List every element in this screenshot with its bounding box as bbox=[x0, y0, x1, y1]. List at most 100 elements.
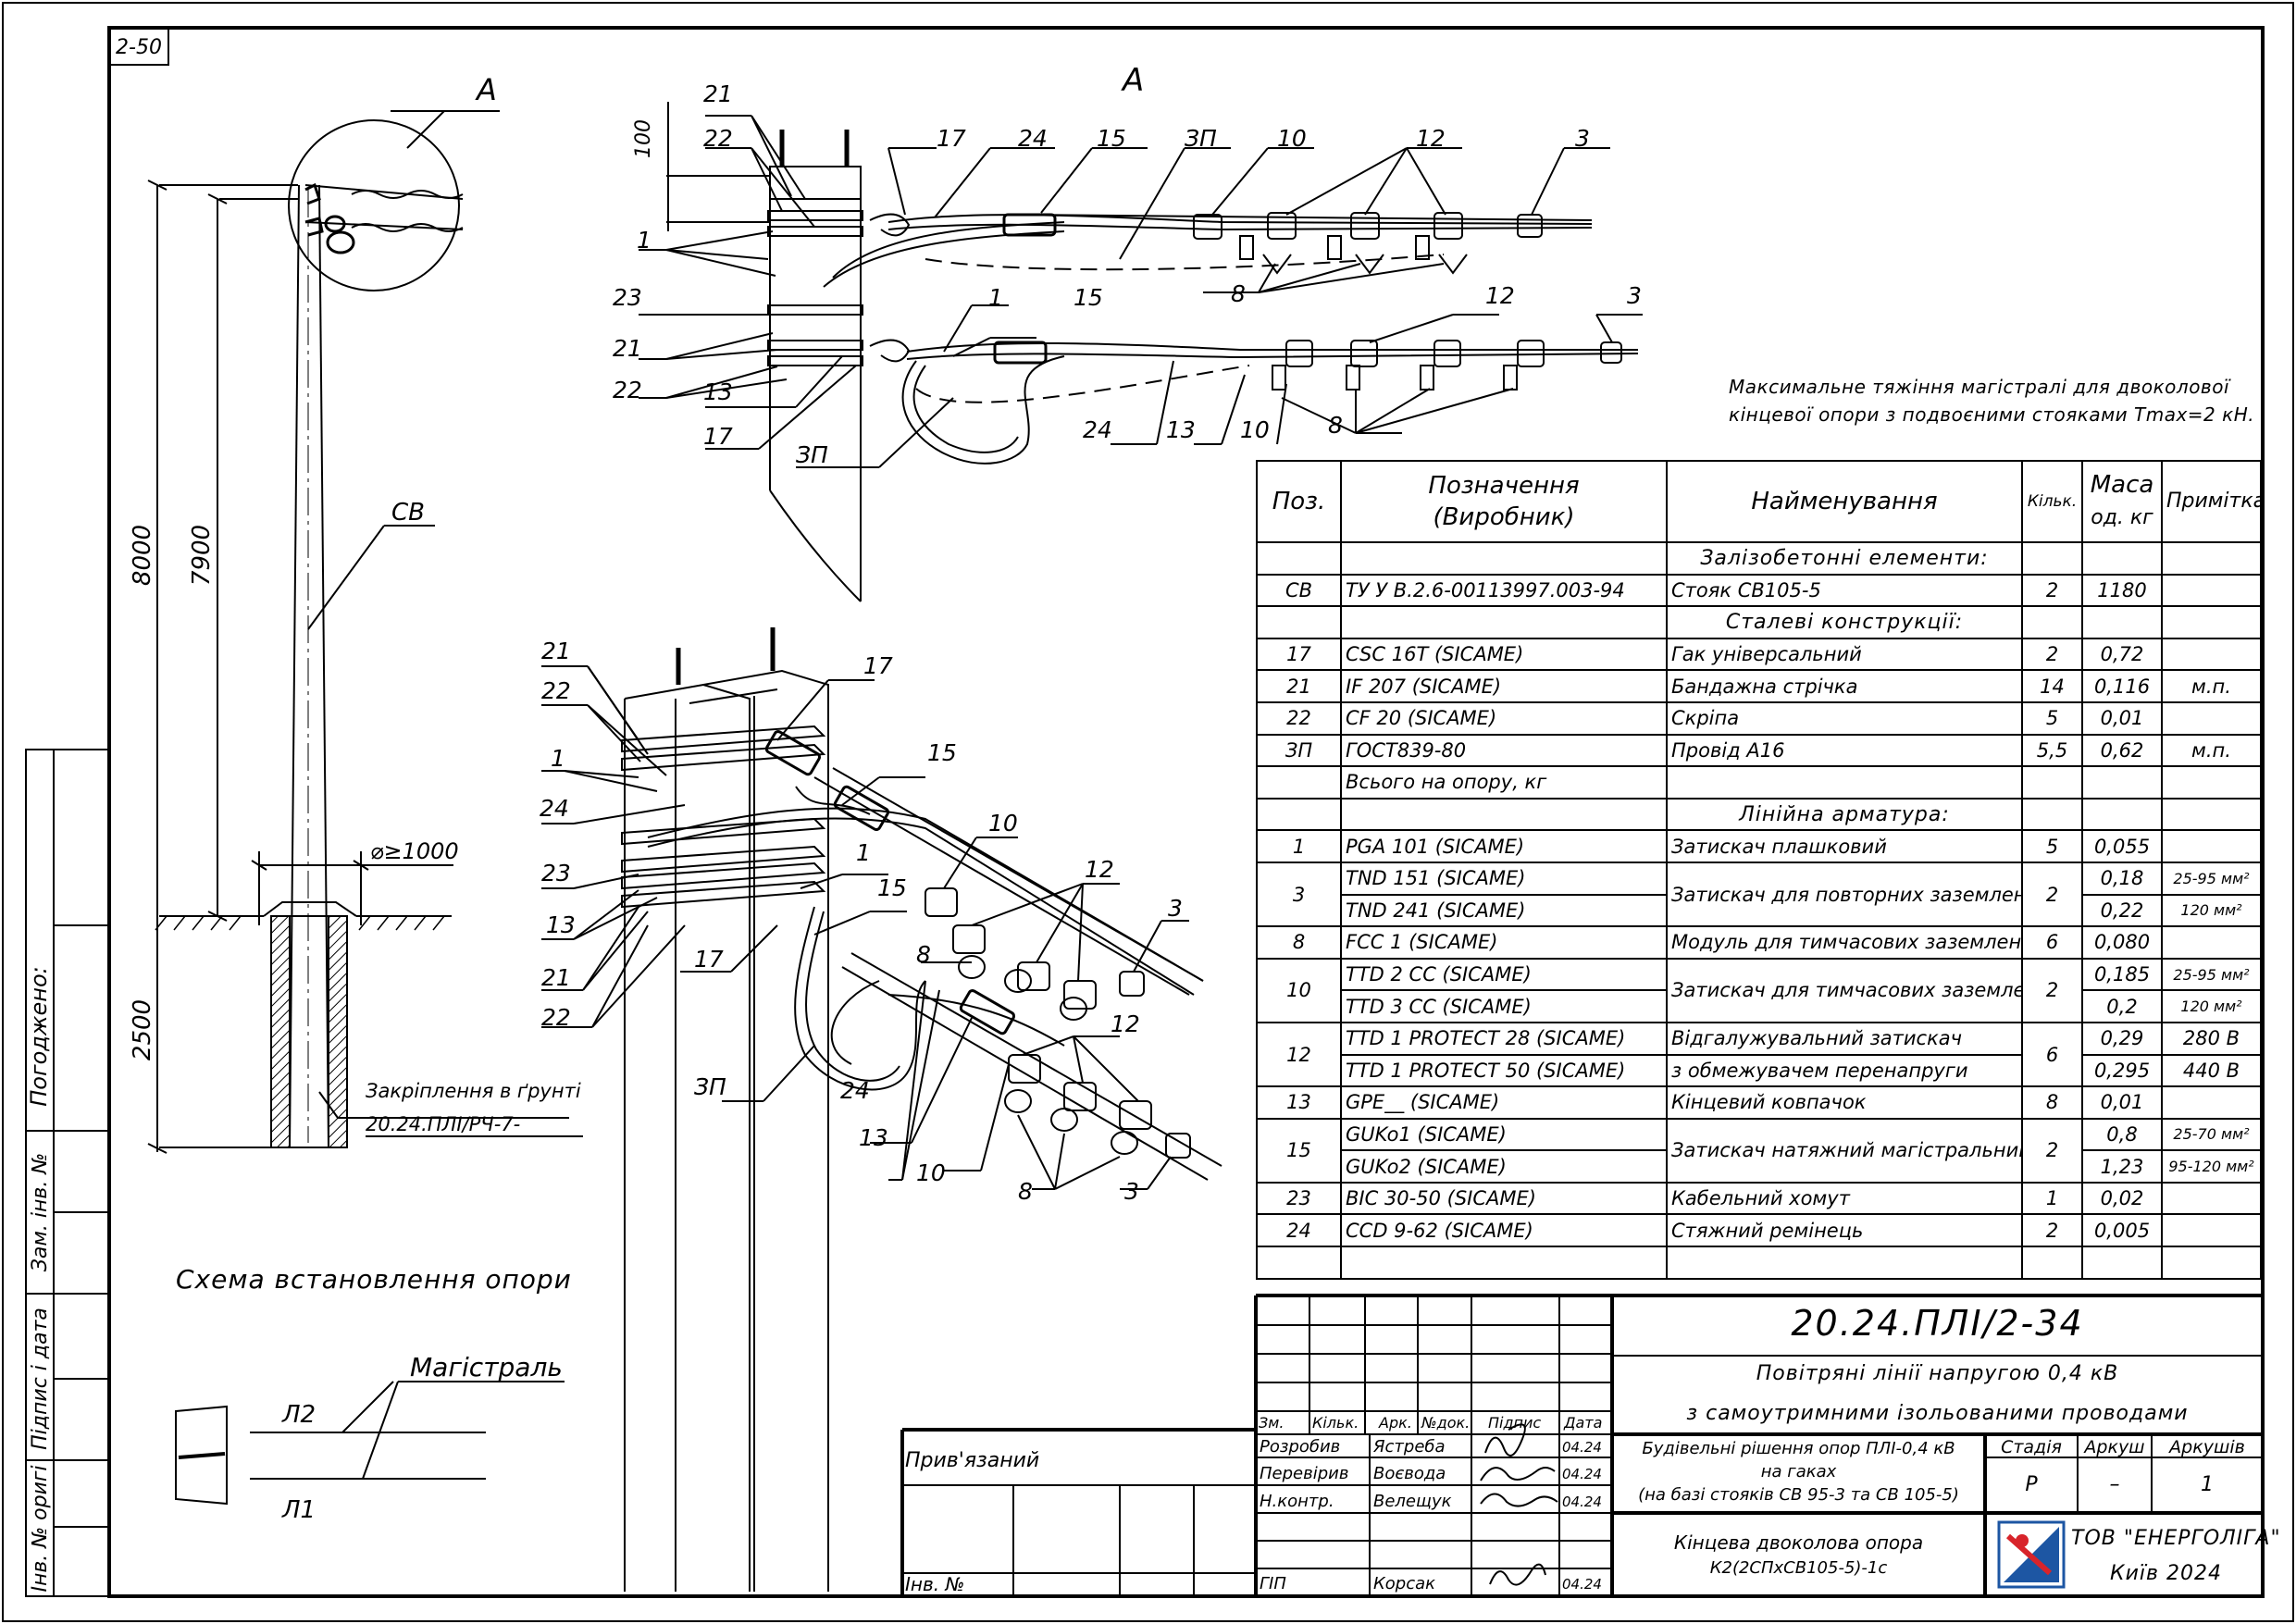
iso-callout-13b: 13 bbox=[859, 1124, 888, 1151]
cell-note: 120 мм² bbox=[2161, 893, 2262, 928]
cell-mass: 0,2 bbox=[2081, 989, 2163, 1023]
role-developed: Розробив bbox=[1260, 1437, 1341, 1457]
sheets-label: Аркушів bbox=[2169, 1437, 2245, 1457]
iso-callout-22b: 22 bbox=[541, 1004, 571, 1031]
cell-qty: 2 bbox=[2021, 1213, 2083, 1248]
tension-note-line1: Максимальне тяжіння магістралі для двоко… bbox=[1729, 376, 2231, 398]
iso-callout-3b: 3 bbox=[1124, 1178, 1139, 1205]
iso-callout-1: 1 bbox=[551, 745, 565, 772]
cell-name: Затискач натяжний магістральний bbox=[1666, 1117, 2023, 1184]
cell-qty: 6 bbox=[2021, 1021, 2083, 1088]
cell-note: 280 В bbox=[2161, 1021, 2262, 1056]
callout-3-lower: 3 bbox=[1627, 282, 1642, 309]
callout-8-lower: 8 bbox=[1328, 412, 1343, 439]
cell-mass: 0,185 bbox=[2081, 957, 2163, 992]
subtitle-2: на гаках bbox=[1760, 1462, 1837, 1481]
cell-name: Кабельний хомут bbox=[1666, 1181, 2023, 1216]
date-developed: 04.24 bbox=[1562, 1439, 1602, 1456]
hdr-qty: Кільк. bbox=[2021, 460, 2083, 543]
callout-22-lower: 22 bbox=[613, 377, 642, 403]
cell-name: Стяжний ремінець bbox=[1666, 1213, 2023, 1248]
iso-callout-12b: 12 bbox=[1111, 1010, 1140, 1037]
col-ndok: №док. bbox=[1421, 1414, 1471, 1432]
cell-note: 25-95 мм² bbox=[2161, 861, 2262, 896]
cell-mass: 0,01 bbox=[2081, 700, 2163, 736]
dim-8000: 8000 bbox=[129, 525, 156, 586]
sign-date-label: Підпис і дата bbox=[29, 1308, 52, 1450]
callout-10: 10 bbox=[1277, 125, 1307, 152]
cell-mass: 0,01 bbox=[2081, 1085, 2163, 1120]
cell-des: BIC 30-50 (SICAME) bbox=[1340, 1181, 1668, 1216]
company-logo-icon bbox=[1997, 1520, 2066, 1589]
cell-des: TTD 3 CC (SICAME) bbox=[1340, 989, 1668, 1023]
cell-mass: 0,18 bbox=[2081, 861, 2163, 896]
scheme-title: Схема встановлення опори bbox=[176, 1264, 572, 1295]
sheet-label: Аркуш bbox=[2084, 1437, 2145, 1457]
mainline-title: Магістраль bbox=[410, 1352, 563, 1382]
iso-callout-17: 17 bbox=[863, 652, 893, 679]
cell-note bbox=[2161, 1181, 2262, 1216]
cell-mass: 0,116 bbox=[2081, 669, 2163, 703]
callout-24-lower: 24 bbox=[1083, 416, 1112, 443]
hdr-designation-1: Позначення bbox=[1428, 472, 1580, 500]
iso-callout-12: 12 bbox=[1085, 856, 1114, 883]
callout-zp-lower: ЗП bbox=[796, 441, 828, 468]
iso-callout-24b: 24 bbox=[840, 1077, 870, 1104]
cell-pos: СВ bbox=[1256, 573, 1342, 608]
col-zm: Зм. bbox=[1259, 1414, 1285, 1432]
cell-mass: 0,8 bbox=[2081, 1117, 2163, 1152]
stage-value: Р bbox=[2025, 1473, 2038, 1496]
cell-name: Відгалужувальний затискач bbox=[1666, 1021, 2023, 1056]
dim-2500: 2500 bbox=[129, 999, 156, 1060]
cell-note bbox=[2161, 700, 2262, 736]
cell-pos: 21 bbox=[1256, 669, 1342, 703]
callout-15-mid: 15 bbox=[1074, 284, 1103, 311]
cell-mass: 0,295 bbox=[2081, 1053, 2163, 1088]
doc-title-1: Повітряні лінії напругою 0,4 кВ bbox=[1756, 1362, 2119, 1385]
cell-name: Кінцевий ковпачок bbox=[1666, 1085, 2023, 1120]
cell-qty: 5 bbox=[2021, 829, 2083, 863]
cell-name: Затискач плашковий bbox=[1666, 829, 2023, 863]
date-normcontrol: 04.24 bbox=[1562, 1494, 1602, 1510]
cell-mass: 1180 bbox=[2081, 573, 2163, 608]
cell-pos: ЗП bbox=[1256, 733, 1342, 768]
cell-note: 25-95 мм² bbox=[2161, 957, 2262, 992]
doc-code: 20.24.ПЛІ/2-34 bbox=[1791, 1303, 2084, 1344]
doc-title-2: з самоутримними ізольованими проводами bbox=[1686, 1402, 2189, 1425]
cell-note bbox=[2161, 925, 2262, 960]
cell-qty: 2 bbox=[2021, 861, 2083, 928]
cell-des: PGA 101 (SICAME) bbox=[1340, 829, 1668, 863]
subtitle-1: Будівельні рішення опор ПЛІ-0,4 кВ bbox=[1642, 1439, 1955, 1458]
iso-callout-10b: 10 bbox=[916, 1159, 946, 1186]
iso-callout-13: 13 bbox=[546, 911, 576, 938]
inv-number-label: Інв. № bbox=[905, 1573, 965, 1595]
iso-callout-8: 8 bbox=[916, 941, 931, 968]
cell-name: Затискач для тимчасових заземлень bbox=[1666, 957, 2023, 1023]
line-l1: Л1 bbox=[281, 1496, 316, 1524]
role-gip: ГІП bbox=[1260, 1574, 1286, 1593]
iso-callout-3: 3 bbox=[1168, 895, 1183, 922]
isometric-drawing bbox=[541, 627, 1222, 1592]
cell-note bbox=[2161, 829, 2262, 863]
role-normcontrol: Н.контр. bbox=[1260, 1492, 1334, 1511]
cell-mass: 0,055 bbox=[2081, 829, 2163, 863]
cell-qty: 14 bbox=[2021, 669, 2083, 703]
cell-note: 440 В bbox=[2161, 1053, 2262, 1088]
callout-15: 15 bbox=[1097, 125, 1126, 152]
section-steel: Сталеві конструкції: bbox=[1666, 605, 2023, 639]
callout-22: 22 bbox=[703, 125, 733, 152]
cell-pos: 12 bbox=[1256, 1021, 1342, 1088]
cell-mass: 0,02 bbox=[2081, 1181, 2163, 1216]
iso-callout-21b: 21 bbox=[541, 964, 571, 991]
cell-mass: 0,22 bbox=[2081, 893, 2163, 928]
iso-callouts: 21 22 1 24 23 13 21 22 17 17 15 15 1 10 … bbox=[540, 638, 1183, 1205]
cell-note bbox=[2161, 1085, 2262, 1120]
table-row bbox=[1256, 1246, 2262, 1280]
hdr-note: Примітка bbox=[2161, 460, 2262, 543]
